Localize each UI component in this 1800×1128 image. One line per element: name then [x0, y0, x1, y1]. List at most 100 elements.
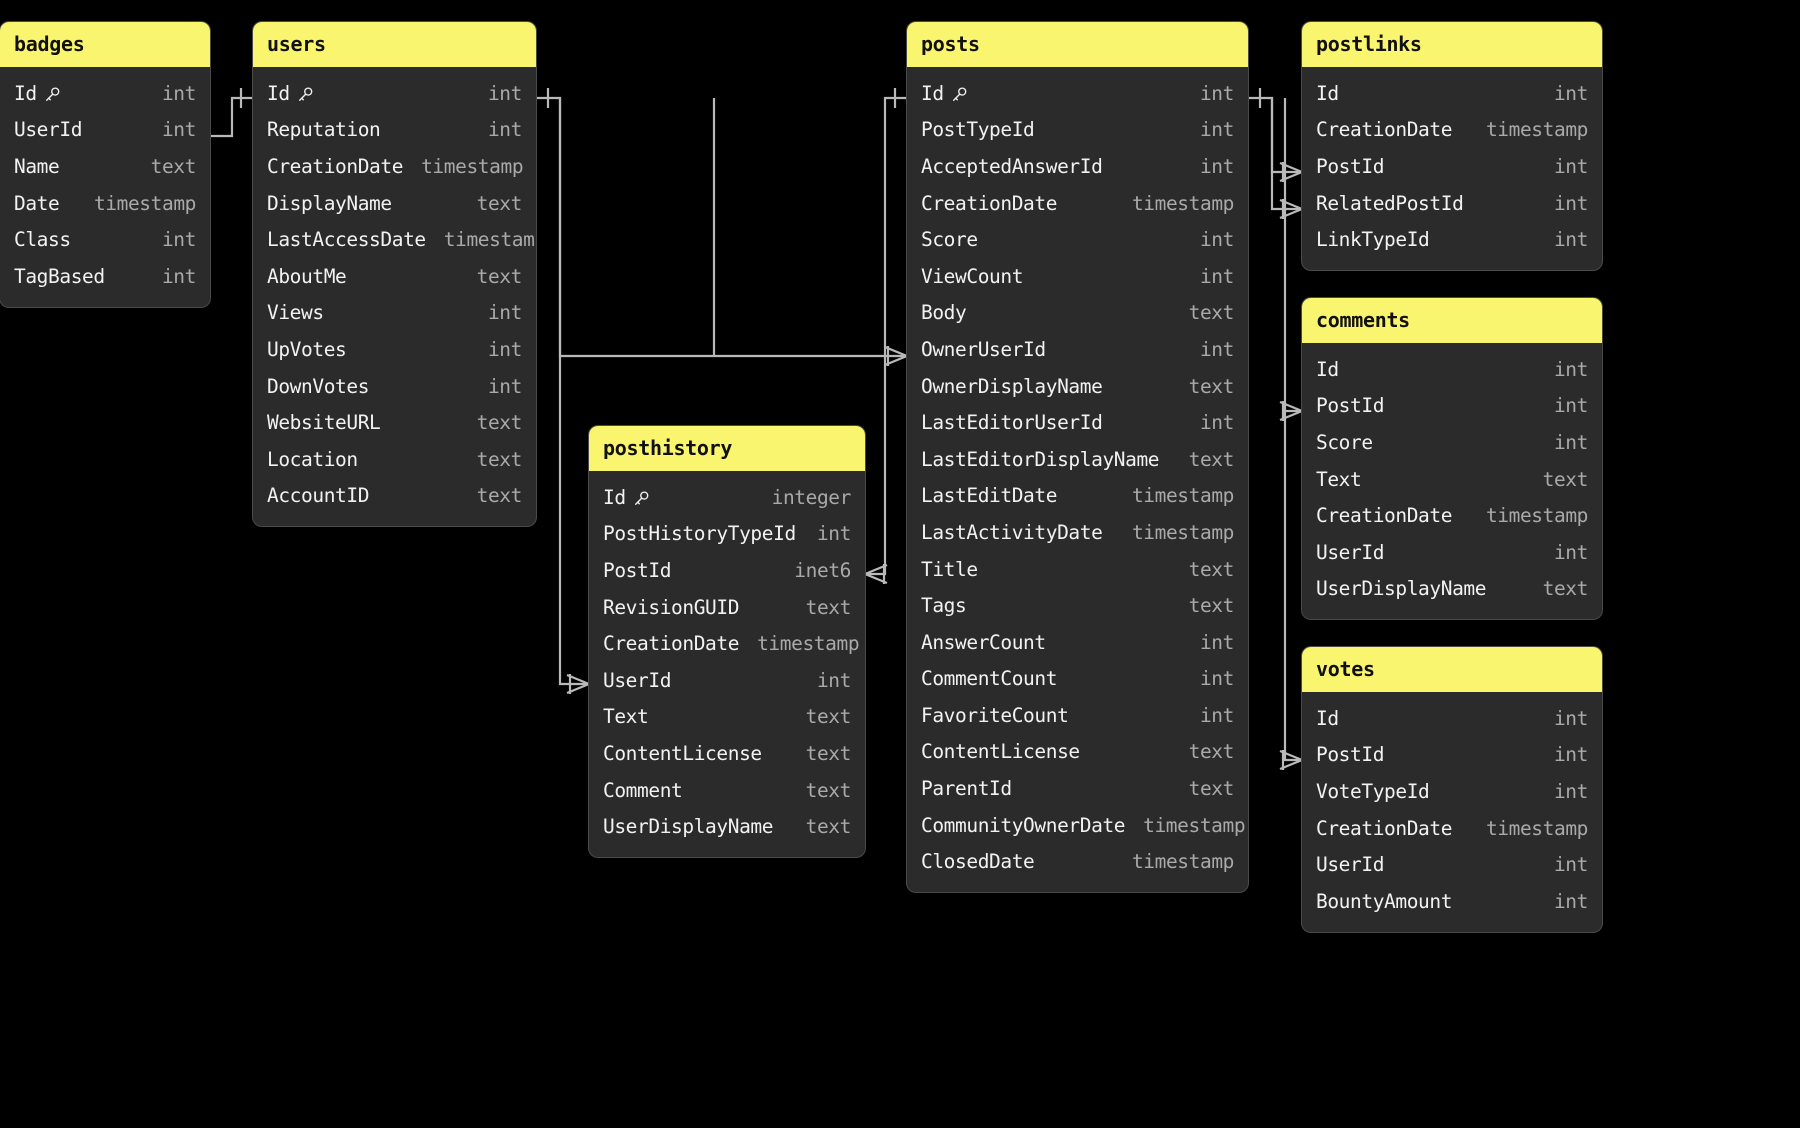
- field-type: text: [1542, 577, 1589, 601]
- table-header-posthistory[interactable]: posthistory: [589, 426, 865, 471]
- field-name: AboutMe: [267, 264, 347, 288]
- table-header-badges[interactable]: badges: [0, 22, 210, 67]
- field-name: Score: [1316, 431, 1373, 454]
- field-name: Name: [14, 155, 60, 178]
- table-header-votes[interactable]: votes: [1302, 647, 1602, 692]
- table-header-users[interactable]: users: [253, 22, 536, 67]
- field-name-label: AboutMe: [267, 264, 347, 288]
- field-type: text: [476, 447, 523, 471]
- field-name: ContentLicense: [921, 740, 1080, 763]
- table-header-comments[interactable]: comments: [1302, 298, 1602, 343]
- field-name-label: CreationDate: [603, 632, 740, 656]
- field-name-label: VoteTypeId: [1316, 779, 1430, 803]
- field-type: text: [1188, 447, 1235, 471]
- field-name-label: PostId: [1316, 154, 1385, 178]
- field-name-label: Class: [14, 228, 71, 252]
- field-name-label: OwnerDisplayName: [921, 374, 1103, 398]
- field-name: CommunityOwnerDate: [921, 814, 1126, 837]
- table-header-posts[interactable]: posts: [907, 22, 1248, 67]
- field-name: UserId: [1316, 853, 1384, 876]
- table-header-postlinks[interactable]: postlinks: [1302, 22, 1602, 67]
- field-type: text: [805, 595, 852, 619]
- field-name: Text: [603, 705, 649, 728]
